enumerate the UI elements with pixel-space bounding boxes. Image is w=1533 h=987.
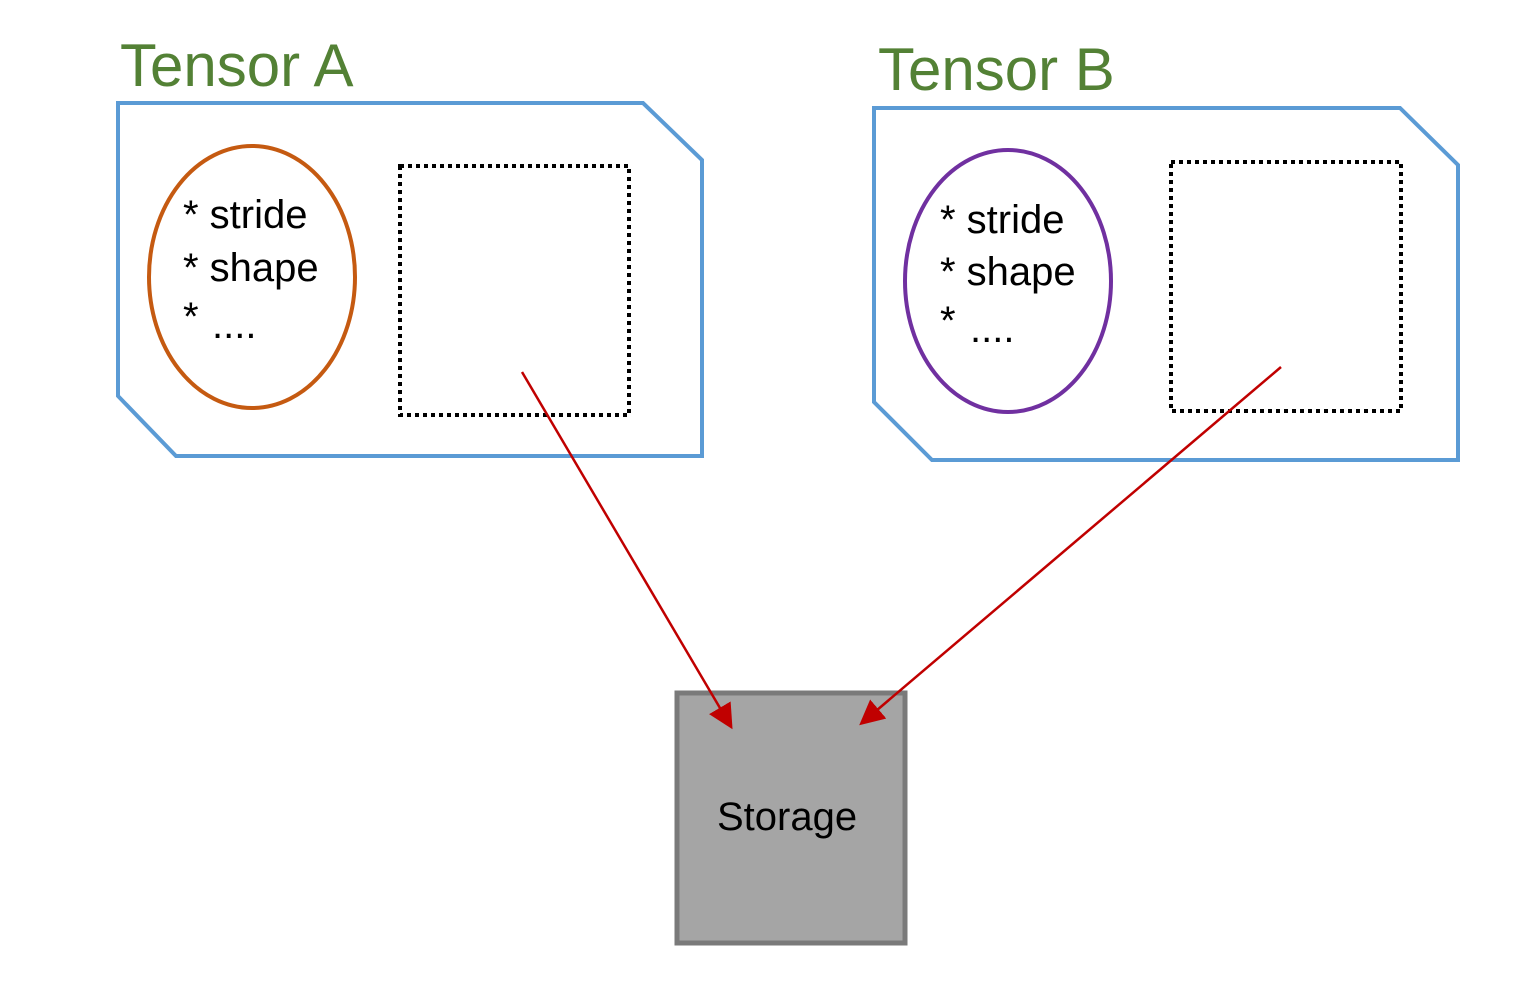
- tensor-a-metadata-ellipse: [147, 144, 357, 410]
- tensor-a-attr-more: ....: [212, 303, 256, 347]
- tensor-b-metadata-ellipse: [903, 148, 1113, 414]
- tensor-b-frame: [872, 106, 1460, 462]
- tensor-a: Tensor A * stride * shape * ....: [116, 32, 704, 458]
- tensor-b-attr-stride: * stride: [940, 198, 1065, 242]
- tensor-a-title: Tensor A: [120, 32, 353, 99]
- tensor-b-attr-shape: * shape: [940, 250, 1076, 294]
- tensor-b: Tensor B * stride * shape * ....: [872, 36, 1460, 462]
- tensor-b-attr-more-bullet: *: [940, 299, 956, 343]
- storage: Storage: [674, 690, 908, 946]
- storage-label: Storage: [717, 795, 857, 839]
- tensor-a-frame: [116, 101, 704, 458]
- tensor-b-attr-more: ....: [970, 307, 1014, 351]
- tensor-a-storage-pointer-box: [398, 164, 631, 417]
- tensor-a-attr-more-bullet: *: [183, 295, 199, 339]
- tensor-a-attr-stride: * stride: [183, 193, 308, 237]
- storage-box: [674, 690, 908, 946]
- tensor-b-title: Tensor B: [878, 36, 1115, 103]
- tensor-a-attr-shape: * shape: [183, 246, 319, 290]
- arrow-tensor-b-to-storage: [859, 366, 1282, 726]
- tensor-b-storage-pointer-box: [1169, 160, 1403, 413]
- arrow-tensor-a-to-storage: [520, 371, 733, 730]
